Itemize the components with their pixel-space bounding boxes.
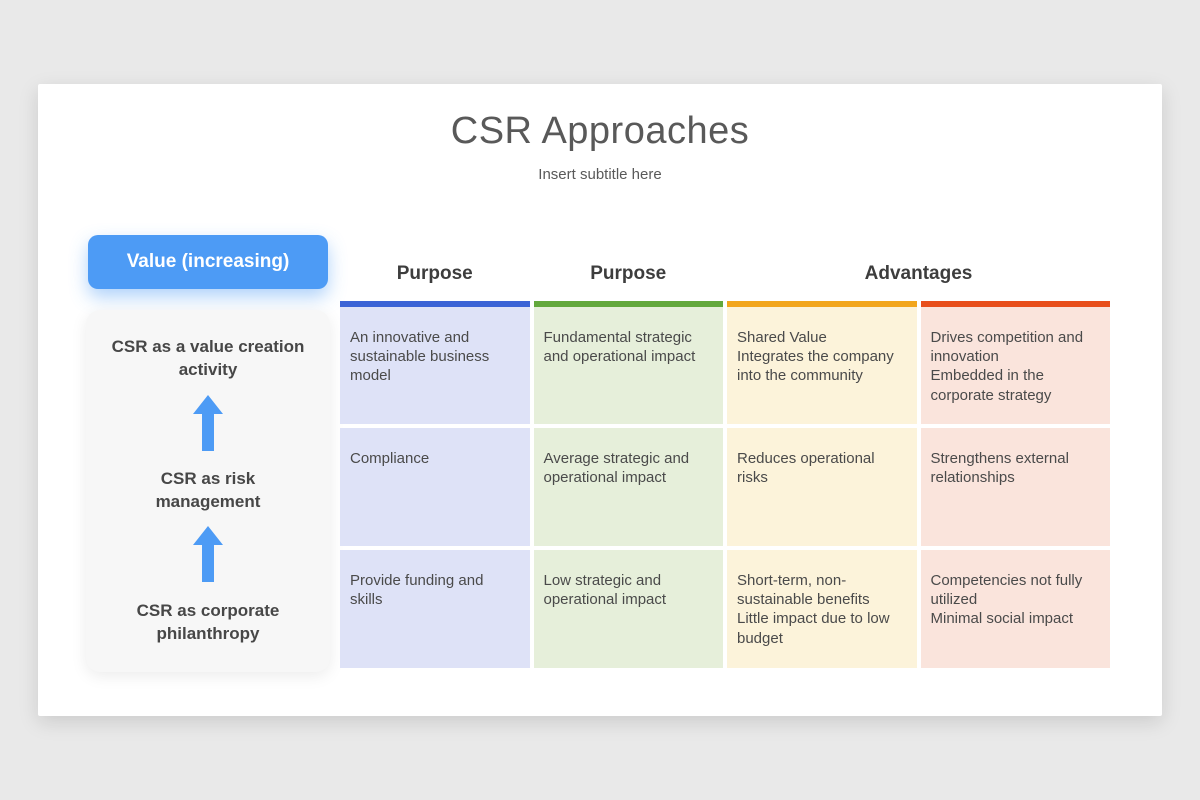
table-cell: Drives competition and innovation Embedd…	[920, 307, 1110, 424]
accent-bar-blue	[340, 301, 530, 307]
table-cell: Average strategic and operational impact	[533, 428, 723, 546]
table-cell: Reduces operational risks	[727, 428, 917, 546]
slide-card: CSR Approaches Insert subtitle here Valu…	[38, 84, 1162, 716]
value-axis-panel: CSR as a value creation activity CSR as …	[86, 310, 330, 672]
table-cell: Provide funding and skills	[340, 550, 530, 668]
value-level-top: CSR as a value creation activity	[111, 337, 305, 380]
table-cell: Short-term, non-sustainable benefits Lit…	[727, 550, 917, 668]
table-cell: Fundamental strategic and operational im…	[533, 307, 723, 424]
table-cell: Strengthens external relationships	[920, 428, 1110, 546]
accent-bar-orange	[920, 301, 1110, 307]
up-arrow-icon	[192, 526, 224, 587]
table-cell: An innovative and sustainable business m…	[340, 307, 530, 424]
page-subtitle: Insert subtitle here	[538, 166, 662, 183]
table-cell: Competencies not fully utilized Minimal …	[920, 550, 1110, 668]
accent-bar-amber	[727, 301, 917, 307]
column-header-advantages: Advantages	[864, 263, 973, 284]
table-cell: Shared Value Integrates the company into…	[727, 307, 917, 424]
up-arrow-icon	[192, 394, 224, 456]
table-cell: Compliance	[340, 428, 530, 546]
table-column-headers: Purpose Purpose Advantages	[340, 256, 1110, 292]
value-level-middle: CSR as risk management	[155, 469, 261, 511]
table-cell: Low strategic and operational impact	[533, 550, 723, 668]
column-accent-bars	[340, 301, 1110, 307]
column-header-purpose-2: Purpose	[590, 263, 667, 284]
comparison-table: An innovative and sustainable business m…	[340, 307, 1110, 668]
accent-bar-green	[533, 301, 723, 307]
value-increasing-button[interactable]: Value (increasing)	[88, 235, 328, 289]
page-title: CSR Approaches	[450, 110, 750, 152]
column-header-purpose-1: Purpose	[396, 263, 473, 284]
value-level-bottom: CSR as corporate philanthropy	[136, 600, 280, 643]
